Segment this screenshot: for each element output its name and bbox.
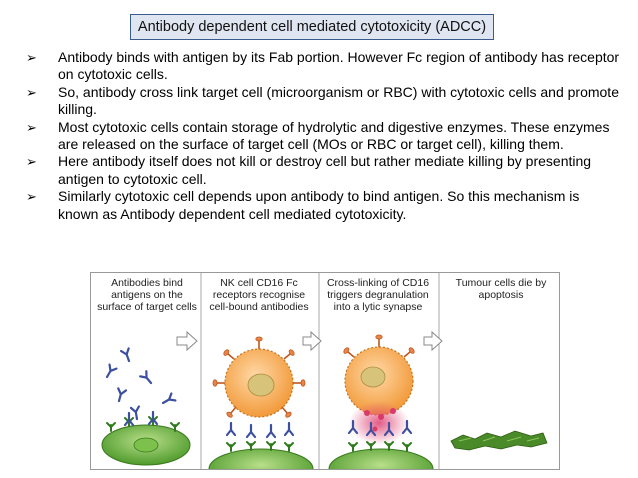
bullet-text: Here antibody itself does not kill or de… bbox=[58, 153, 592, 187]
arrow-icon bbox=[302, 330, 322, 352]
bullet-arrow-icon: ➢ bbox=[26, 119, 37, 135]
arrow-icon bbox=[176, 330, 198, 352]
bound-antibodies bbox=[225, 421, 295, 439]
target-cell bbox=[101, 410, 191, 466]
apoptotic-cell-fragments bbox=[450, 430, 548, 451]
arrow-icon bbox=[423, 330, 443, 352]
adcc-illustration bbox=[101, 273, 548, 469]
slide-title: Antibody dependent cell mediated cytotox… bbox=[130, 14, 494, 40]
bullet-list: ➢ Antibody binds with antigen by its Fab … bbox=[22, 49, 622, 223]
bullet-text: Most cytotoxic cells contain storage of … bbox=[58, 118, 610, 153]
bullet-item: ➢ So, antibody cross link target cell (mi… bbox=[22, 84, 622, 119]
adcc-figure: Antibodies bind antigens on the surface … bbox=[90, 272, 560, 470]
target-cell bbox=[208, 441, 314, 469]
bullet-text: So, antibody cross link target cell (mic… bbox=[58, 83, 619, 118]
bullet-arrow-icon: ➢ bbox=[26, 84, 37, 100]
bullet-item: ➢ Here antibody itself does not kill or d… bbox=[22, 153, 622, 188]
panel-caption: Cross-linking of CD16 triggers degranula… bbox=[326, 277, 430, 314]
bullet-text: Similarly cytotoxic cell depends upon an… bbox=[58, 188, 580, 222]
bullet-item: ➢ Similarly cytotoxic cell depends upon a… bbox=[22, 188, 622, 223]
bullet-item: ➢ Most cytotoxic cells contain storage of… bbox=[22, 119, 622, 154]
panel-caption: Tumour cells die by apoptosis bbox=[455, 277, 547, 302]
free-antibodies bbox=[102, 347, 177, 421]
bullet-arrow-icon: ➢ bbox=[26, 189, 37, 205]
nk-cell bbox=[212, 336, 306, 420]
bullet-item: ➢ Antibody binds with antigen by its Fab … bbox=[22, 49, 622, 84]
panel-caption: Antibodies bind antigens on the surface … bbox=[97, 277, 197, 314]
panel-caption: NK cell CD16 Fc receptors recognise cell… bbox=[209, 277, 309, 314]
bullet-arrow-icon: ➢ bbox=[26, 154, 37, 170]
bullet-text: Antibody binds with antigen by its Fab p… bbox=[58, 49, 620, 83]
target-cell bbox=[328, 441, 434, 469]
bullet-arrow-icon: ➢ bbox=[26, 50, 37, 65]
lytic-granules bbox=[349, 401, 409, 445]
